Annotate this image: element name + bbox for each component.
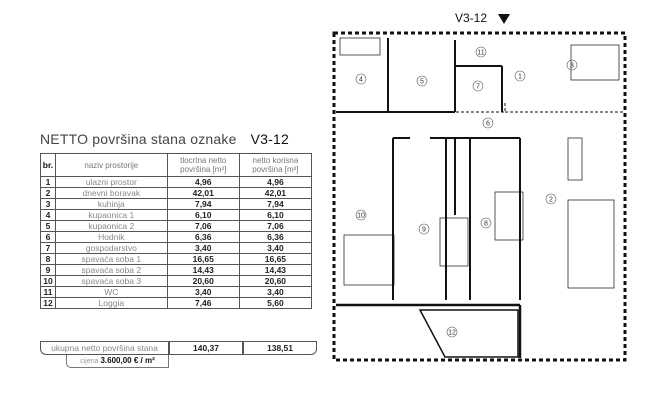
dining-table: [567, 137, 583, 181]
usable-area: 5,60: [238, 297, 313, 309]
total-row: ukupna netto površina stana 140,37 138,5…: [40, 341, 317, 355]
room-number-label: 5: [420, 79, 424, 86]
kitchen-counter: [570, 44, 620, 81]
unit-code: V3-12: [250, 131, 289, 147]
room-marker: [472, 80, 484, 92]
room-marker: [355, 209, 367, 221]
room-marker: [514, 70, 526, 82]
plan-unit-label: V3-12: [455, 11, 487, 25]
room-marker: [545, 193, 557, 205]
room-name: Loggia: [54, 297, 168, 309]
room-marker: [416, 75, 428, 87]
price-value: 3.600,00 € / m²: [100, 356, 155, 365]
room-marker: [446, 326, 458, 338]
room-marker: [355, 73, 367, 85]
price-box: cijena 3.600,00 € / m²: [66, 355, 169, 368]
header-room-name: naziv prostorije: [54, 153, 168, 177]
room-number-label: 2: [549, 197, 553, 204]
room-marker: [475, 46, 487, 58]
room-marker: [482, 117, 494, 129]
room-marker: [480, 217, 492, 229]
loggia: [418, 309, 519, 358]
entrance-marker-icon: [498, 14, 510, 24]
room-area-table: br. naziv prostorije tlocrtna netto povr…: [40, 153, 313, 309]
header-usable-area: netto korisna površina [m²]: [238, 153, 313, 177]
room-number-label: 9: [422, 227, 426, 234]
room-number-label: 7: [476, 84, 480, 91]
total-floor-area: 140,37: [169, 341, 243, 355]
room-number-label: 6: [486, 121, 490, 128]
bed-9: [439, 217, 469, 267]
room-number-label: 1: [518, 74, 522, 81]
room-number-label: 10: [357, 213, 365, 220]
room-marker: [566, 59, 578, 71]
service-row-line: [336, 102, 625, 113]
bedroom-south-wall: [336, 303, 522, 358]
page-title: NETTO površina stana oznake V3-12: [40, 131, 289, 147]
bedroom-walls: [392, 137, 521, 300]
room-number-label: 3: [570, 63, 574, 70]
room-number-label: 8: [484, 221, 488, 228]
sofa: [567, 199, 615, 289]
total-usable-area: 138,51: [243, 341, 317, 355]
outer-wall: [332, 31, 627, 362]
total-label: ukupna netto površina stana: [40, 341, 169, 355]
bed-10: [343, 234, 395, 286]
title-text: NETTO površina stana oznake: [40, 131, 237, 147]
room-marker: [418, 223, 430, 235]
service-walls: [336, 38, 503, 113]
room-number-label: 11: [477, 50, 484, 57]
room-number-label: 4: [359, 77, 363, 84]
room-number-label: 12: [448, 330, 456, 337]
header-floor-area: tlocrtna netto površina [m²]: [166, 153, 240, 177]
price-label: cijena: [80, 358, 99, 365]
bed-8: [494, 191, 524, 241]
bathtub: [339, 37, 381, 56]
